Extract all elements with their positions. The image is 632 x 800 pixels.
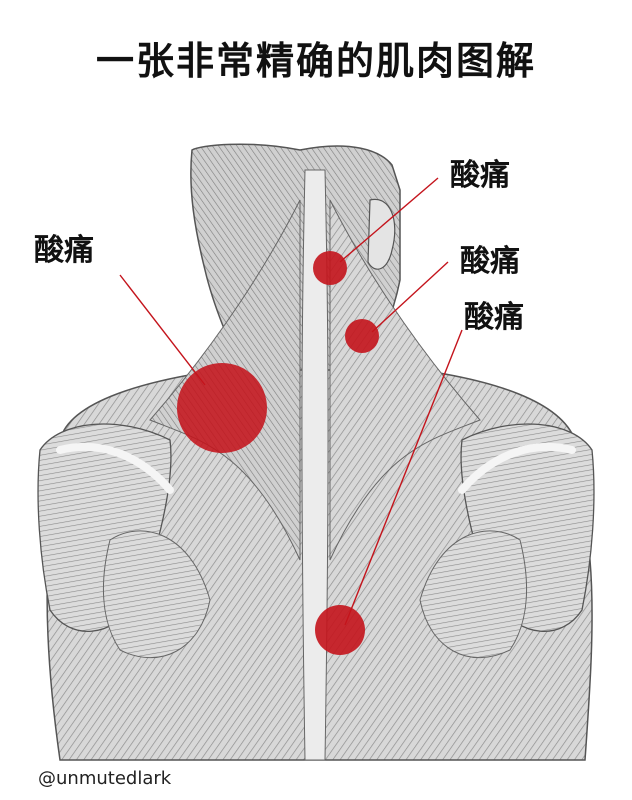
- author-credit: @unmutedlark: [38, 768, 172, 789]
- pain-marker-mid-back: [315, 605, 365, 655]
- page-title: 一张非常精确的肌肉图解: [95, 39, 536, 83]
- pain-marker-neck-lower: [345, 319, 379, 353]
- leader-line-neck-upper: [339, 177, 439, 263]
- leader-line-left-shoulder: [119, 274, 206, 386]
- label-neck-upper: 酸痛: [450, 158, 510, 193]
- leader-line-mid-back: [344, 329, 463, 626]
- label-neck-lower: 酸痛: [460, 244, 520, 279]
- pain-marker-left-shoulder: [177, 363, 267, 453]
- pain-marker-neck-upper: [313, 251, 347, 285]
- leader-line-neck-lower: [371, 261, 449, 333]
- label-mid-back: 酸痛: [464, 300, 524, 335]
- label-left-shoulder: 酸痛: [34, 233, 94, 268]
